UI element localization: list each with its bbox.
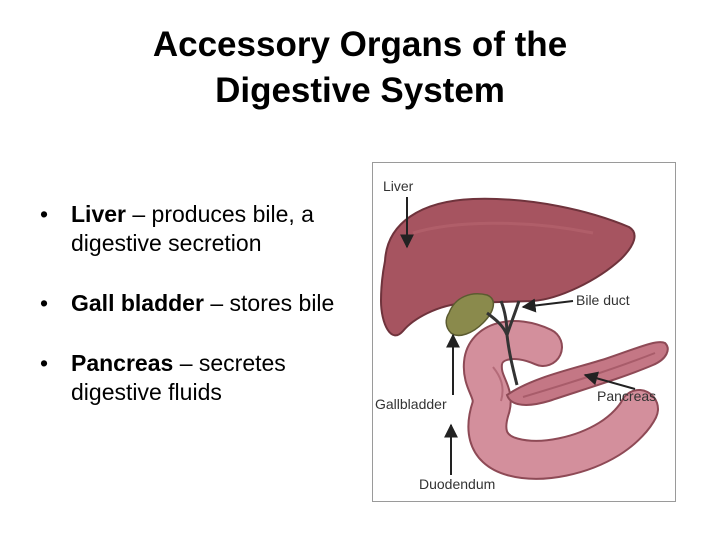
liver-fill — [379, 197, 636, 337]
title-line-2: Digestive System — [215, 71, 505, 110]
arrow-bile-duct — [521, 298, 574, 313]
bullet-term: Liver — [71, 201, 126, 227]
bullet-pancreas: • Pancreas – secretes digestive fluids — [40, 349, 360, 407]
anatomy-diagram: Liver Bile duct Gallbladder Pancreas Duo… — [372, 162, 676, 502]
label-duodendum: Duodendum — [419, 476, 495, 492]
label-liver: Liver — [383, 178, 414, 194]
bullet-liver: • Liver – produces bile, a digestive sec… — [40, 200, 360, 258]
label-gallbladder: Gallbladder — [375, 396, 447, 412]
bullet-text: – stores bile — [203, 290, 335, 316]
bullet-icon: • — [40, 290, 49, 316]
label-pancreas: Pancreas — [597, 388, 656, 404]
bullet-term: Pancreas — [71, 350, 174, 376]
arrow-pancreas — [583, 371, 636, 390]
title-line-1: Accessory Organs of the — [152, 25, 568, 64]
bullet-text: – produces bile, a digestive secretion — [71, 201, 314, 256]
bullet-text: – secretes digestive fluids — [71, 350, 286, 405]
bullet-term: Gall bladder — [71, 290, 204, 316]
bile-duct-shape — [486, 300, 521, 386]
bullet-gall-bladder: • Gall bladder – stores bile — [40, 289, 360, 318]
duodenum-shape — [462, 320, 659, 480]
label-bile-duct: Bile duct — [576, 292, 630, 308]
bullet-icon: • — [40, 201, 49, 227]
anatomy-illustration: Liver Bile duct Gallbladder Pancreas Duo… — [375, 178, 669, 492]
slide-title: Accessory Organs of the Digestive System — [60, 22, 660, 114]
bullet-list: • Liver – produces bile, a digestive sec… — [40, 200, 360, 407]
duodenum-fill — [464, 322, 657, 478]
liver-shape — [379, 197, 636, 337]
gallbladder-shape — [445, 293, 495, 337]
bullet-icon: • — [40, 350, 49, 376]
